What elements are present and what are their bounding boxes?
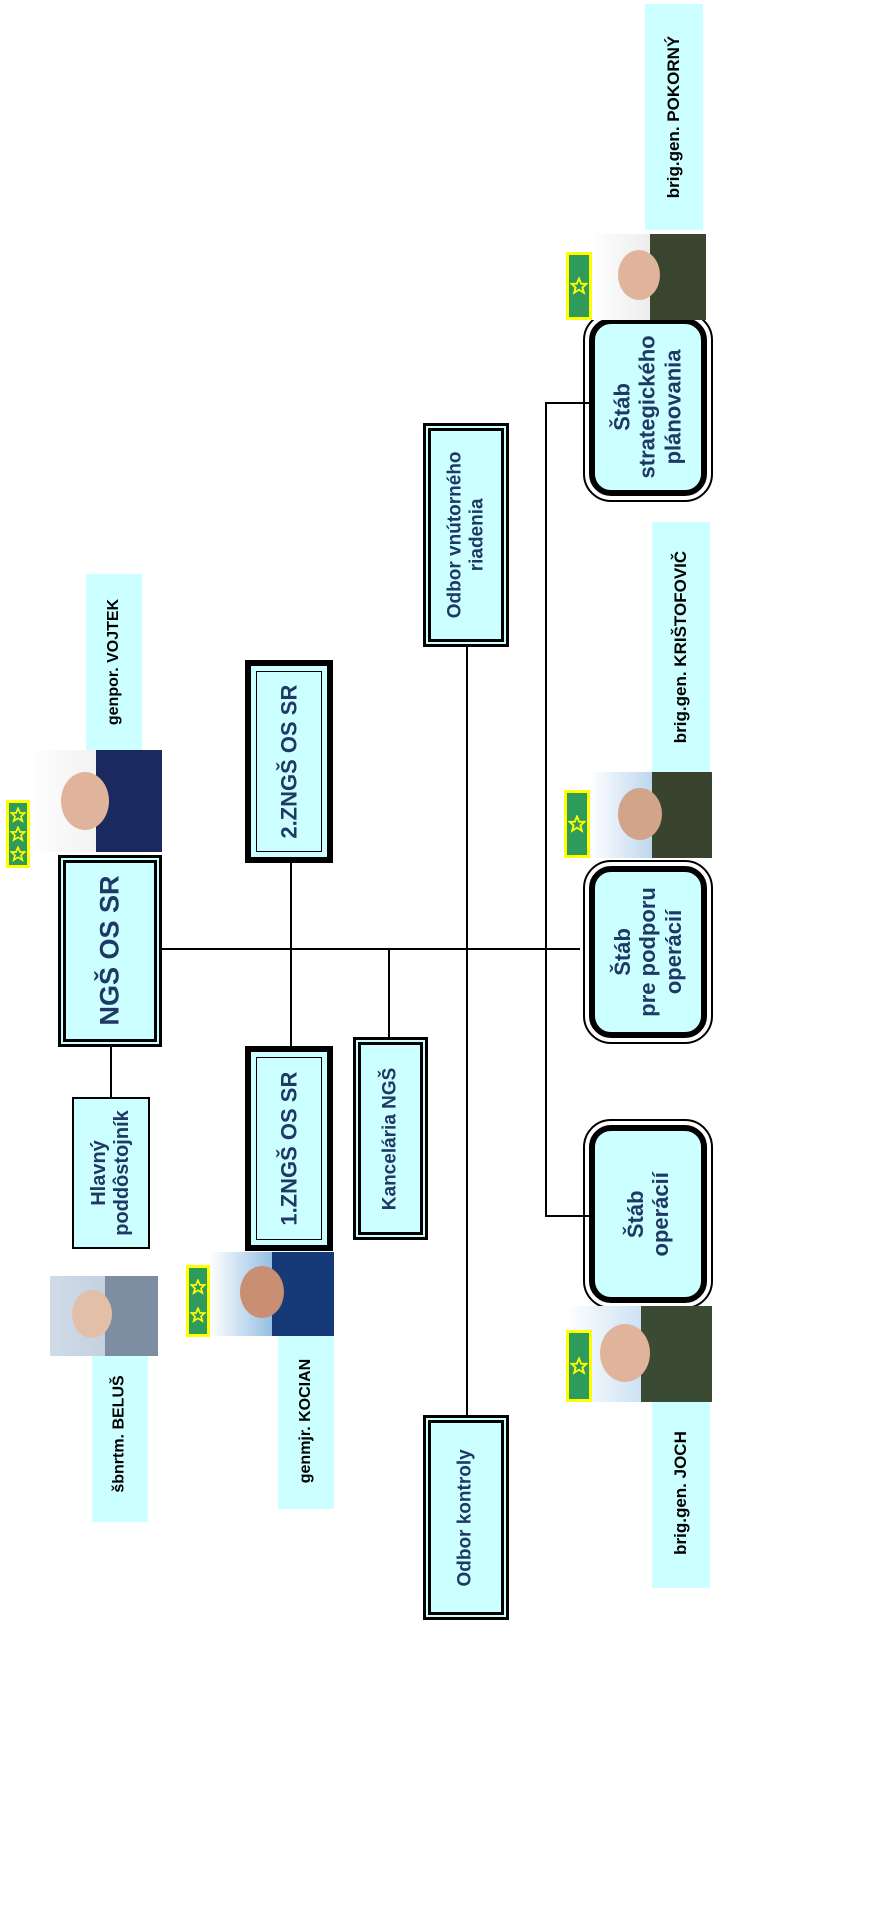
vnutorne-label: Odbor vnútorného riadenia xyxy=(444,451,488,619)
odbory-vertical-line xyxy=(466,645,468,1415)
rank-kristofovic-star xyxy=(564,790,590,858)
stab-strategia-link-line xyxy=(545,402,590,404)
zngs2-label: 2.ZNGŠ OS SR xyxy=(276,684,302,839)
photo-pokorny xyxy=(590,234,706,320)
vnutorne-box[interactable]: Odbor vnútorného riadenia xyxy=(423,423,509,647)
star-icon xyxy=(10,845,26,862)
zngs-vertical-line xyxy=(290,862,292,1050)
star-icon xyxy=(568,815,586,833)
photo-belus xyxy=(50,1276,158,1356)
name-belus: šbnrtm. BELUŠ xyxy=(92,1346,148,1522)
star-icon xyxy=(10,826,26,842)
stab-strategia-label: Štáb strategického plánovania xyxy=(610,335,686,479)
stab-operacii-box[interactable]: Štáb operácií xyxy=(583,1119,713,1309)
name-joch: brig.gen. JOCH xyxy=(652,1398,710,1588)
rank-pokorny-star xyxy=(566,252,592,320)
star-icon xyxy=(190,1306,206,1323)
kontrola-box[interactable]: Odbor kontroly xyxy=(423,1415,509,1620)
rank-joch-star xyxy=(566,1330,592,1402)
photo-vojtek xyxy=(26,750,162,852)
zngs2-box[interactable]: 2.ZNGŠ OS SR xyxy=(245,660,333,863)
ngs-box[interactable]: NGŠ OS SR xyxy=(58,855,162,1047)
zngs1-label: 1.ZNGŠ OS SR xyxy=(276,1071,302,1226)
hlavny-label: Hlavný poddôstojník xyxy=(88,1110,134,1236)
star-icon xyxy=(570,1357,588,1375)
star-icon xyxy=(570,277,588,295)
kancelaria-label: Kancelária NGŠ xyxy=(379,1067,401,1210)
kancelaria-link-line xyxy=(388,950,390,1038)
zngs1-box[interactable]: 1.ZNGŠ OS SR xyxy=(245,1046,333,1251)
stab-podpora-label: Štáb pre podporu operácií xyxy=(610,887,686,1017)
photo-kristofovic xyxy=(590,772,712,858)
stab-vertical-line xyxy=(545,402,547,1217)
stab-operacii-link-line xyxy=(545,1215,590,1217)
name-kristofovic: brig.gen. KRIŠTOFOVIČ xyxy=(652,522,710,772)
stab-strategia-box[interactable]: Štáb strategického plánovania xyxy=(583,312,713,502)
photo-kocian xyxy=(210,1252,334,1336)
name-pokorny: brig.gen. POKORNÝ xyxy=(645,4,703,230)
kontrola-label: Odbor kontroly xyxy=(455,1448,477,1587)
stab-operacii-label: Štáb operácií xyxy=(622,1171,673,1257)
kancelaria-box[interactable]: Kancelária NGŠ xyxy=(353,1037,428,1240)
name-kocian: genmjr. KOCIAN xyxy=(278,1333,334,1509)
main-horizontal-line xyxy=(160,948,580,950)
name-vojtek: genpor. VOJTEK xyxy=(86,574,142,750)
star-icon xyxy=(190,1279,206,1296)
hlavny-link-line xyxy=(110,1043,112,1098)
stab-podpora-box[interactable]: Štáb pre podporu operácií xyxy=(583,860,713,1044)
star-icon xyxy=(10,806,26,823)
rank-vojtek-three-stars xyxy=(6,800,30,868)
hlavny-box[interactable]: Hlavný poddôstojník xyxy=(72,1097,150,1249)
ngs-label: NGŠ OS SR xyxy=(94,875,125,1027)
rank-kocian-two-stars xyxy=(186,1265,210,1337)
